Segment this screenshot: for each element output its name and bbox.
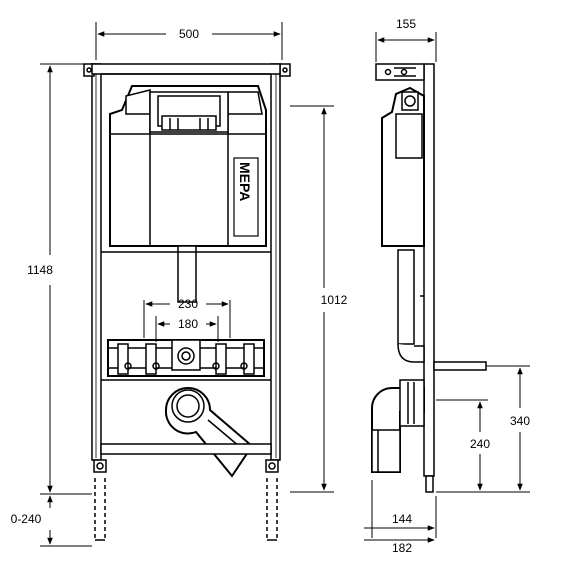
dim-144-label: 144: [392, 512, 412, 526]
flush-pipe: [177, 245, 197, 303]
feet-right: [265, 459, 279, 541]
dim-total-height-label: 1148: [27, 263, 53, 277]
side-drain: [371, 379, 425, 473]
front-dimensions: [40, 22, 334, 547]
drain-elbow: [164, 387, 254, 478]
side-top-bracket: [375, 63, 425, 81]
feet-left: [93, 459, 107, 541]
top-brackets: [83, 63, 291, 77]
side-connection-stub: [433, 361, 487, 371]
dim-width-label: 500: [179, 27, 199, 41]
wc-mounting-bar: [107, 339, 265, 377]
cistern: MEPA: [109, 85, 267, 247]
dim-240-label: 240: [470, 437, 490, 451]
dim-230-label: 230: [178, 297, 198, 311]
dim-depth-top-label: 155: [396, 17, 416, 31]
brand-logo: MEPA: [237, 162, 253, 201]
front-view: MEPA: [83, 63, 291, 541]
side-dimensions: [364, 32, 530, 543]
side-cistern: [381, 86, 425, 247]
bottom-crossbar: [100, 443, 272, 455]
dim-180-label: 180: [178, 317, 198, 331]
side-flush-pipe: [397, 249, 425, 363]
dim-frame-height-label: 1012: [321, 293, 348, 307]
side-profile-post: [423, 63, 435, 477]
front-dimension-labels: 500 1148 1012 230 180 0-240: [11, 27, 348, 526]
side-dimension-labels: 155 340 240 144 182: [392, 17, 530, 555]
dim-adjust-label: 0-240: [11, 512, 42, 526]
dim-340-label: 340: [510, 414, 530, 428]
dim-182-label: 182: [392, 541, 412, 555]
side-view: [371, 63, 487, 493]
